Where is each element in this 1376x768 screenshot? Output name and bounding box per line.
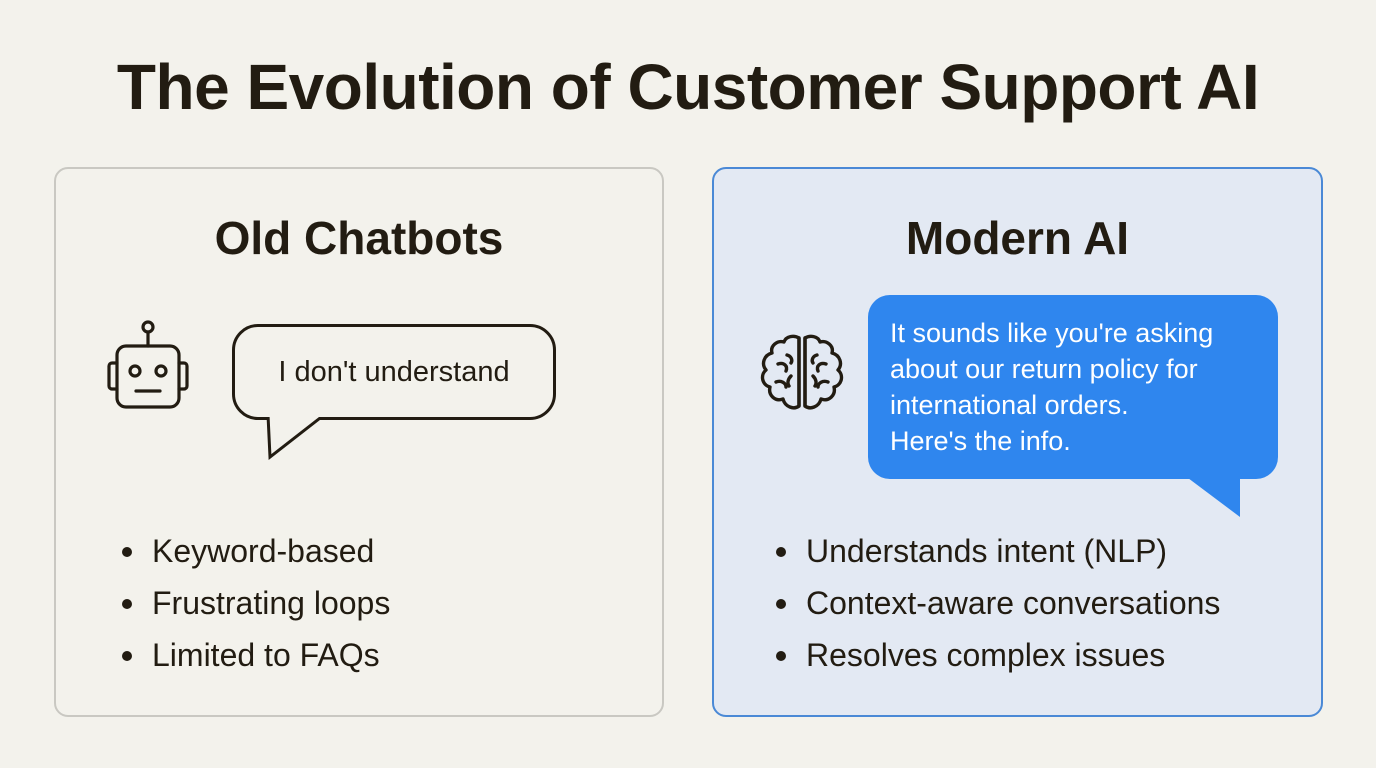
feature-item: Resolves complex issues [772, 629, 1220, 681]
bubble-line: about our return policy for [890, 354, 1198, 384]
bullet-icon [122, 599, 132, 609]
modern-ai-title: Modern AI [905, 212, 1130, 264]
speech-bubble-tail [1184, 475, 1240, 517]
old-chatbots-panel: Old Chatbots I don't understand Keyword-… [54, 167, 664, 717]
robot-icon [107, 320, 189, 409]
feature-item: Frustrating loops [118, 577, 390, 629]
modern-ai-features: Understands intent (NLP) Context-aware c… [772, 525, 1220, 681]
feature-item: Limited to FAQs [118, 629, 390, 681]
bullet-icon [122, 547, 132, 557]
bullet-icon [776, 547, 786, 557]
old-chatbot-bubble-text: I don't understand [278, 355, 510, 388]
bullet-icon [776, 651, 786, 661]
old-chatbot-speech-bubble: I don't understand [232, 324, 556, 420]
modern-ai-panel: Modern AI It sounds like you're asking a… [712, 167, 1323, 717]
bullet-icon [122, 651, 132, 661]
feature-item: Understands intent (NLP) [772, 525, 1220, 577]
speech-bubble-tail [262, 415, 332, 460]
feature-item: Keyword-based [118, 525, 390, 577]
brain-icon [760, 334, 844, 410]
bubble-line: international orders. [890, 390, 1129, 420]
page-title: The Evolution of Customer Support AI [116, 51, 1260, 123]
bubble-line: Here's the info. [890, 426, 1071, 456]
bullet-icon [776, 599, 786, 609]
old-chatbots-title: Old Chatbots [214, 212, 504, 264]
old-chatbots-features: Keyword-based Frustrating loops Limited … [118, 525, 390, 681]
feature-item: Context-aware conversations [772, 577, 1220, 629]
modern-ai-speech-bubble: It sounds like you're asking about our r… [868, 295, 1278, 479]
bubble-line: It sounds like you're asking [890, 318, 1214, 348]
